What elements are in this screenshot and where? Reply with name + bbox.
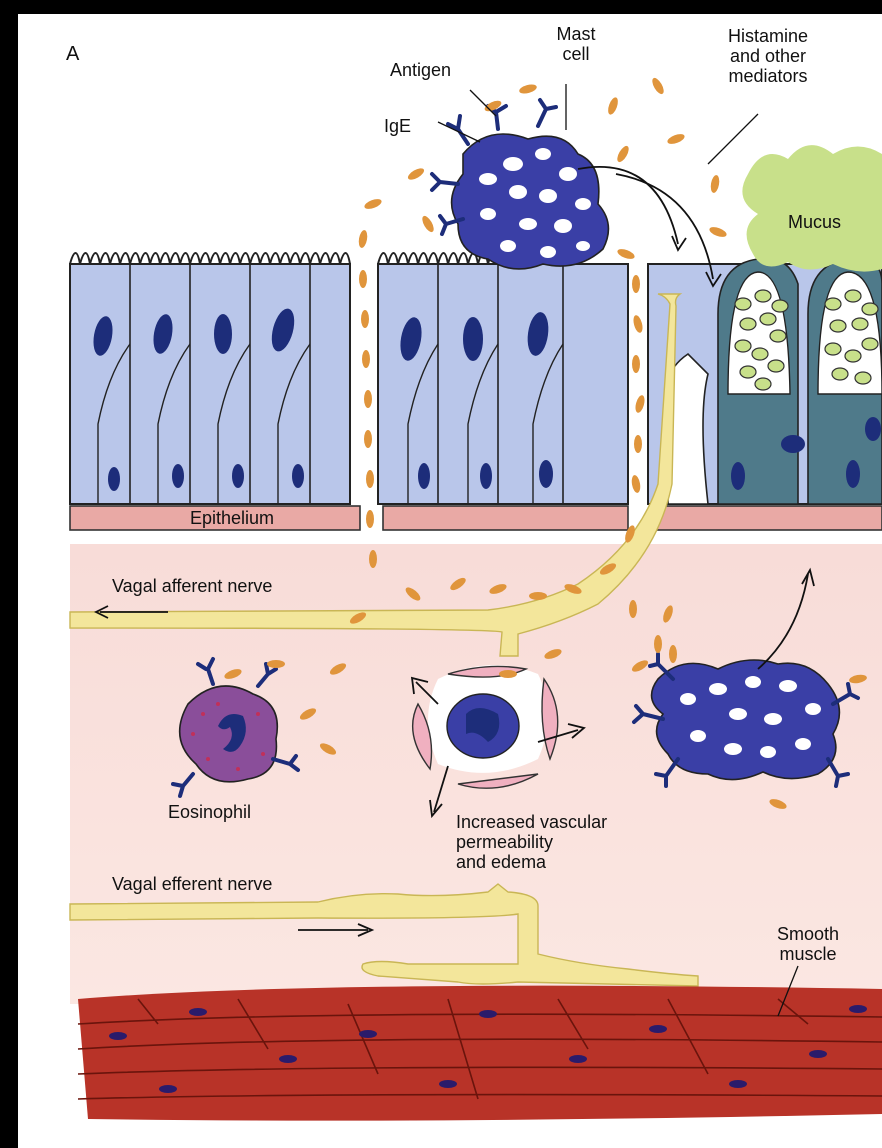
mucus-label: Mucus bbox=[788, 212, 841, 232]
smooth-muscle-layer bbox=[78, 986, 882, 1121]
epithelium-middle bbox=[378, 253, 628, 504]
histamine-label-line3: mediators bbox=[708, 66, 828, 86]
mast-cell-top bbox=[432, 100, 608, 269]
histamine-label: Histamine and other mediators bbox=[708, 26, 828, 86]
eosinophil-label: Eosinophil bbox=[168, 802, 251, 822]
mast-cell-label-line2: cell bbox=[536, 44, 616, 64]
ige-label: IgE bbox=[384, 116, 411, 136]
histamine-label-line1: Histamine bbox=[708, 26, 828, 46]
epithelium-label: Epithelium bbox=[190, 508, 274, 528]
smooth-muscle-label-line1: Smooth bbox=[758, 924, 858, 944]
figure-frame: A Mast cell Histamine and other mediator… bbox=[18, 14, 882, 1148]
vascular-label-line3: and edema bbox=[456, 852, 607, 872]
mast-cell-label-line1: Mast bbox=[536, 24, 616, 44]
mucus-blob bbox=[742, 145, 882, 271]
antigen-label: Antigen bbox=[390, 60, 451, 80]
mast-cell-label: Mast cell bbox=[536, 24, 616, 64]
panel-letter: A bbox=[66, 44, 79, 64]
smooth-muscle-label-line2: muscle bbox=[758, 944, 858, 964]
epithelium-left bbox=[70, 253, 350, 504]
epithelium-right bbox=[648, 258, 882, 504]
smooth-muscle-label: Smooth muscle bbox=[758, 924, 858, 964]
vascular-permeability-label: Increased vascular permeability and edem… bbox=[456, 812, 607, 872]
vascular-label-line2: permeability bbox=[456, 832, 607, 852]
vascular-label-line1: Increased vascular bbox=[456, 812, 607, 832]
vagal-afferent-label: Vagal afferent nerve bbox=[112, 576, 272, 596]
histamine-label-line2: and other bbox=[708, 46, 828, 66]
vagal-efferent-label: Vagal efferent nerve bbox=[112, 874, 272, 894]
